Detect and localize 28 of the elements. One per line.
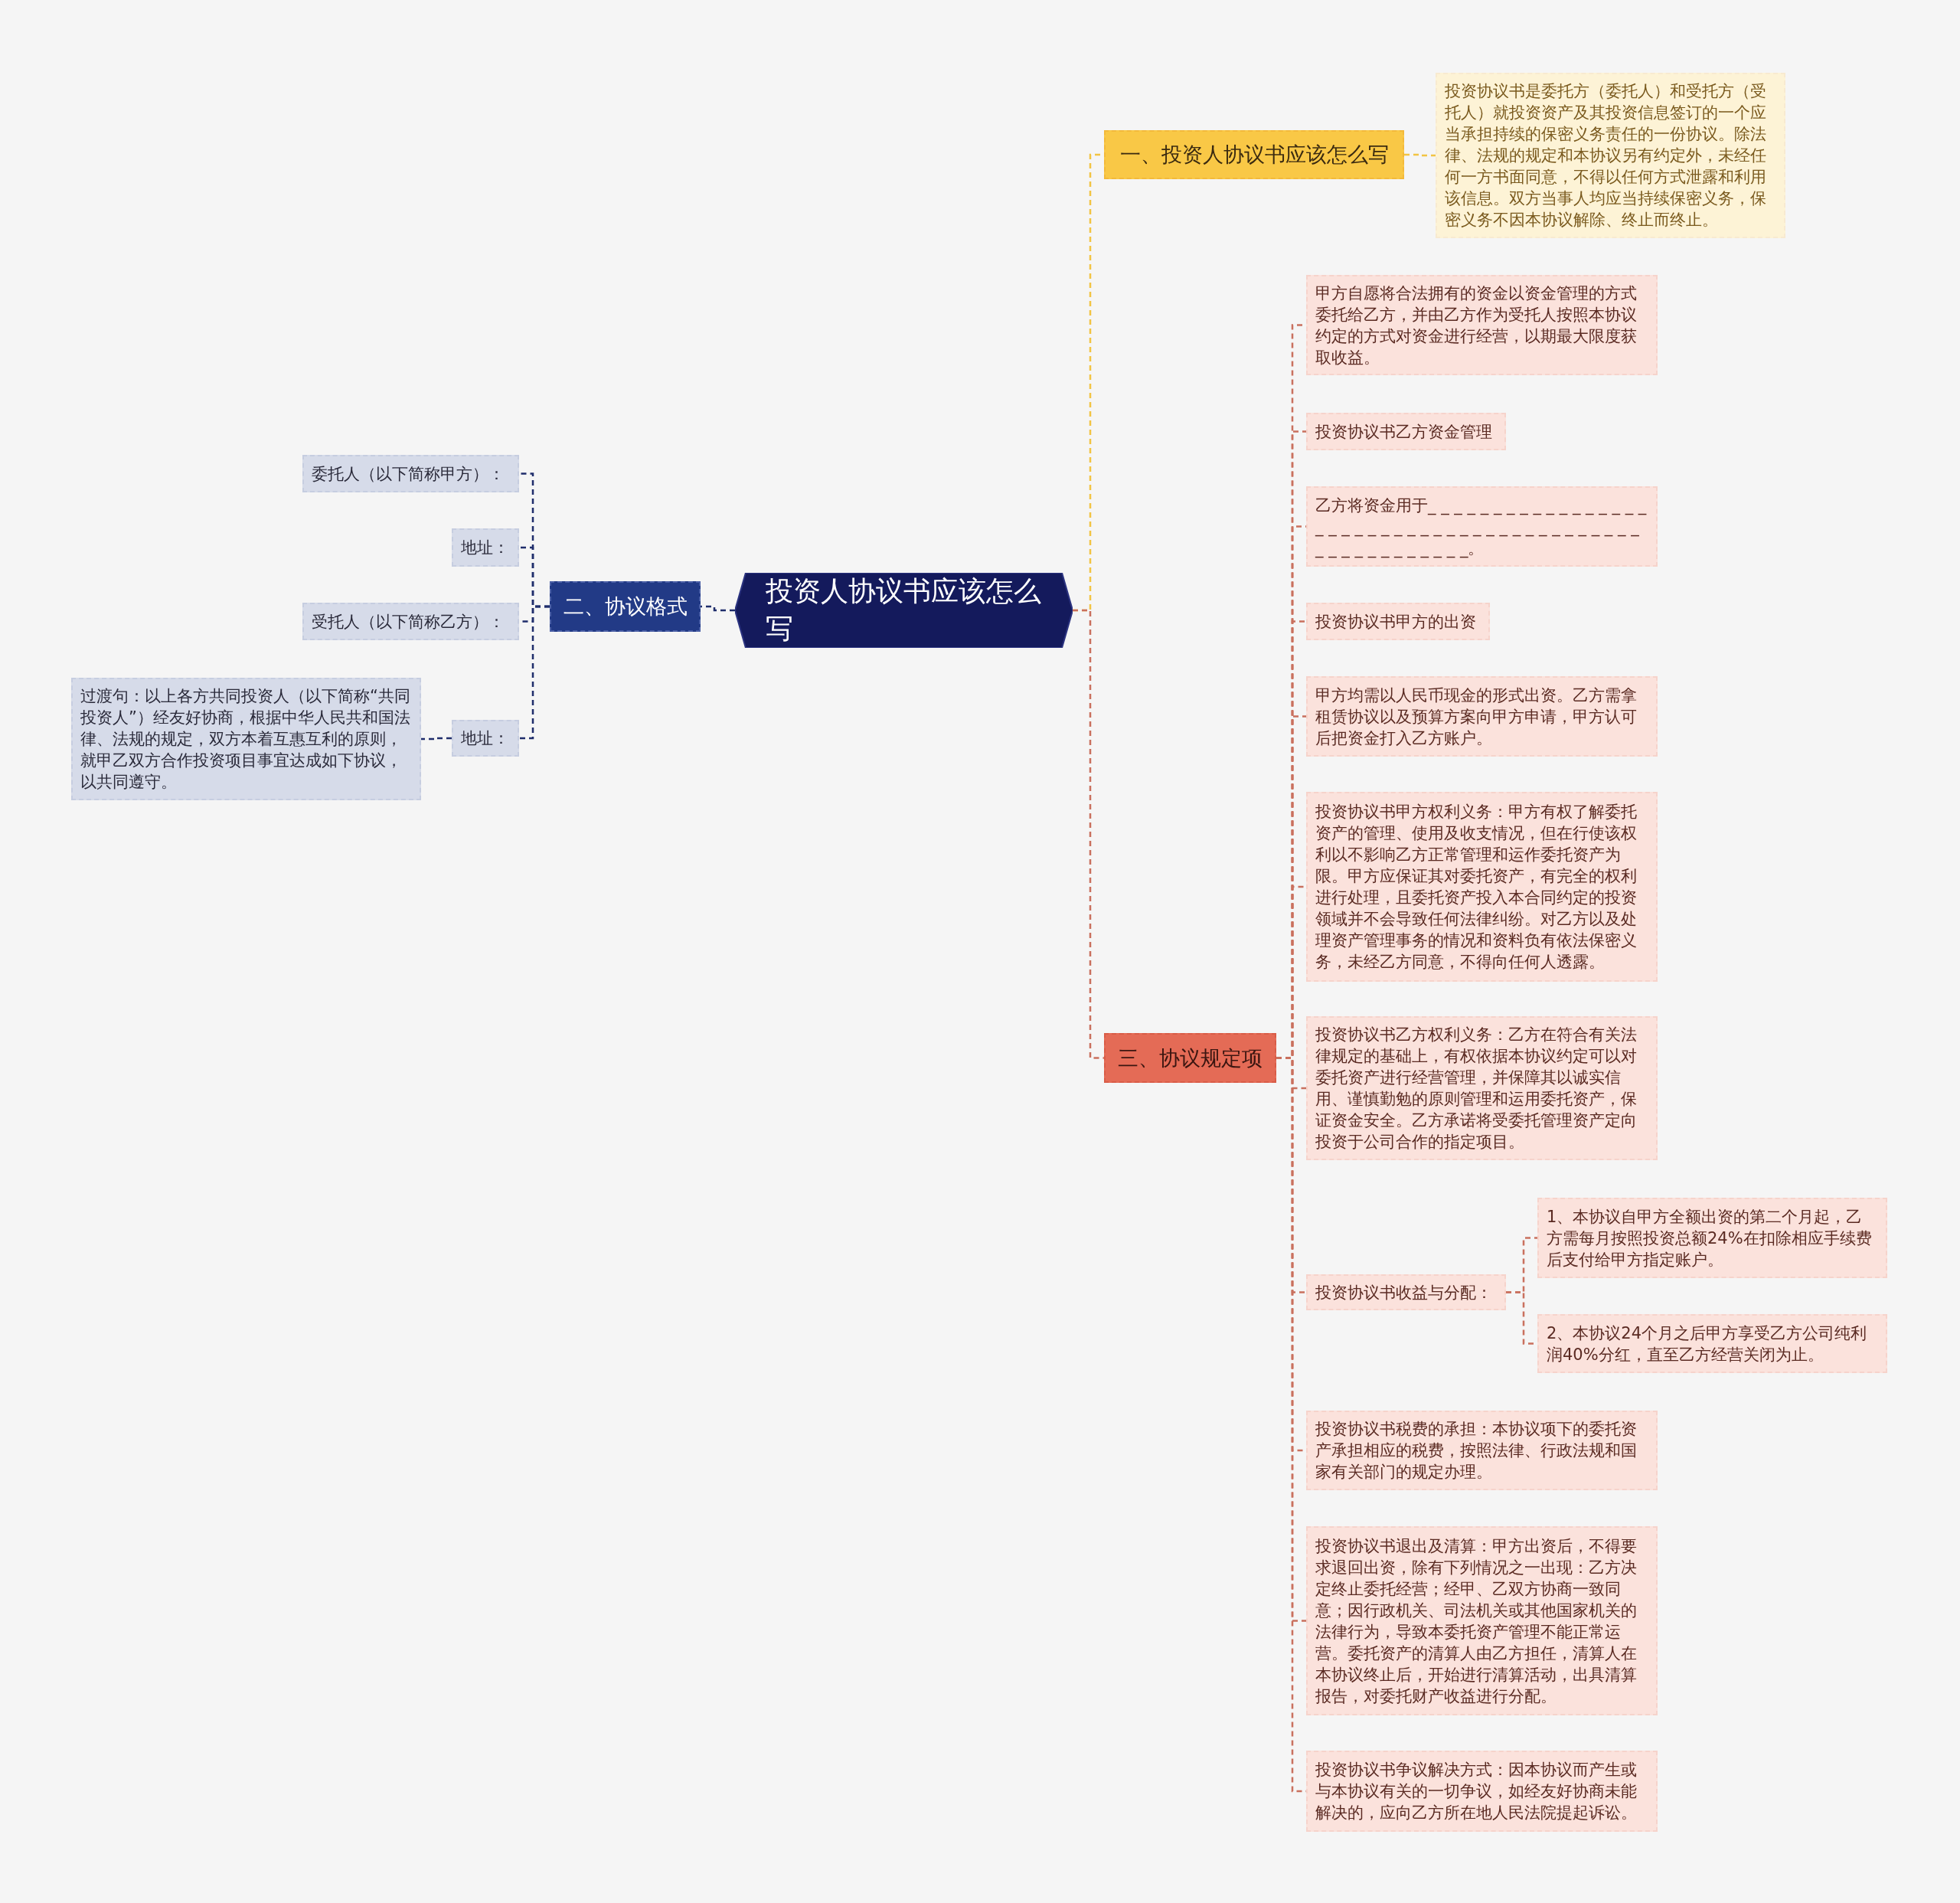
subtopic-box: 投资协议书甲方权利义务：甲方有权了解委托资产的管理、使用及收支情况，但在行使该权利以不影响乙方正常管理和运作委托资产为限。甲方应保证其对委托资产，有完全的权利进行处理，且委托资产投入本合同约定的投资领域并不会导致任何法律纠纷。对乙方以及处理资产管理事务的情况和资料负有依法保密义务，未经乙方同意，不得向任何人透露。 — [1306, 792, 1658, 982]
branch-topic: 二、协议格式 — [550, 581, 701, 632]
subtopic-box: 投资协议书甲方的出资 — [1306, 603, 1490, 640]
subtopic-box: 投资协议书争议解决方式：因本协议而产生或与本协议有关的一切争议，如经友好协商未能解决的，应向乙方所在地人民法院提起诉讼。 — [1306, 1751, 1658, 1832]
subtopic-box: 甲方均需以人民币现金的形式出资。乙方需拿租赁协议以及预算方案向甲方申请，甲方认可后把资金打入乙方账户。 — [1306, 676, 1658, 757]
subtopic-box: 甲方自愿将合法拥有的资金以资金管理的方式委托给乙方，并由乙方作为受托人按照本协议约定的方式对资金进行经营，以期最大限度获取收益。 — [1306, 275, 1658, 375]
subtopic-box: 投资协议书退出及清算：甲方出资后，不得要求退回出资，除有下列情况之一出现：乙方决定终止委托经营；经甲、乙双方协商一致同意；因行政机关、司法机关或其他国家机关的法律行为，导致本委托资产管理不能正常运营。委托资产的清算人由乙方担任，清算人在本协议终止后，开始进行清算活动，出具清算报告，对委托财产收益进行分配。 — [1306, 1526, 1658, 1715]
subtopic-box: 2、本协议24个月之后甲方享受乙方公司纯利润40%分红，直至乙方经营关闭为止。 — [1537, 1314, 1887, 1373]
subtopic-box: 投资协议书税费的承担：本协议项下的委托资产承担相应的税费，按照法律、行政法规和国家有关部门的规定办理。 — [1306, 1411, 1658, 1490]
branch-topic: 一、投资人协议书应该怎么写 — [1104, 130, 1404, 179]
branch-topic: 三、协议规定项 — [1104, 1033, 1276, 1083]
note-box: 过渡句：以上各方共同投资人（以下简称“共同投资人”）经友好协商，根据中华人民共和国法律、法规的规定，双方本着互惠互利的原则，就甲乙双方合作投资项目事宜达成如下协议，以共同遵守。 — [71, 678, 421, 800]
subtopic-box: 投资协议书乙方资金管理 — [1306, 413, 1506, 450]
note-box: 投资协议书是委托方（委托人）和受托方（受托人）就投资资产及其投资信息签订的一个应当承担持续的保密义务责任的一份协议。除法律、法规的规定和本协议另有约定外，未经任何一方书面同意，不得以任何方式泄露和利用该信息。双方当事人均应当持续保密义务，保密义务不因本协议解除、终止而终止。 — [1436, 73, 1785, 238]
subtopic-box: 投资协议书乙方权利义务：乙方在符合有关法律规定的基础上，有权依据本协议约定可以对委托资产进行经营管理，并保障其以诚实信用、谨慎勤勉的原则管理和运用委托资产，保证资金安全。乙方承诺将受委托管理资产定向投资于公司合作的指定项目。 — [1306, 1016, 1658, 1160]
connector-line — [701, 605, 735, 612]
subtopic-box: 委托人（以下简称甲方）： — [302, 455, 519, 492]
subtopic-box: 受托人（以下简称乙方）： — [302, 603, 519, 640]
subtopic-box: 地址： — [452, 528, 519, 567]
root-topic-hexagon: 投资人协议书应该怎么写 — [735, 573, 1073, 648]
connector-line — [1073, 609, 1104, 1059]
connector-line — [519, 605, 550, 740]
subtopic-box: 投资协议书收益与分配： — [1306, 1274, 1506, 1310]
subtopic-box: 1、本协议自甲方全额出资的第二个月起，乙方需每月按照投资总额24%在扣除相应手续费后支付给甲方指定账户。 — [1537, 1198, 1887, 1278]
subtopic-box: 地址： — [452, 720, 519, 757]
connector-line — [1404, 153, 1436, 157]
subtopic-box: 乙方将资金用于_ _ _ _ _ _ _ _ _ _ _ _ _ _ _ _ _ _ _ _ _ _ _ _ _ _ _ _ _ _ _ _ _ _ _ _ _ _ _ _ _ _ _ _ _ _ _ _ _ _ _ _ _ _。 — [1306, 486, 1658, 567]
connector-line — [421, 737, 452, 741]
